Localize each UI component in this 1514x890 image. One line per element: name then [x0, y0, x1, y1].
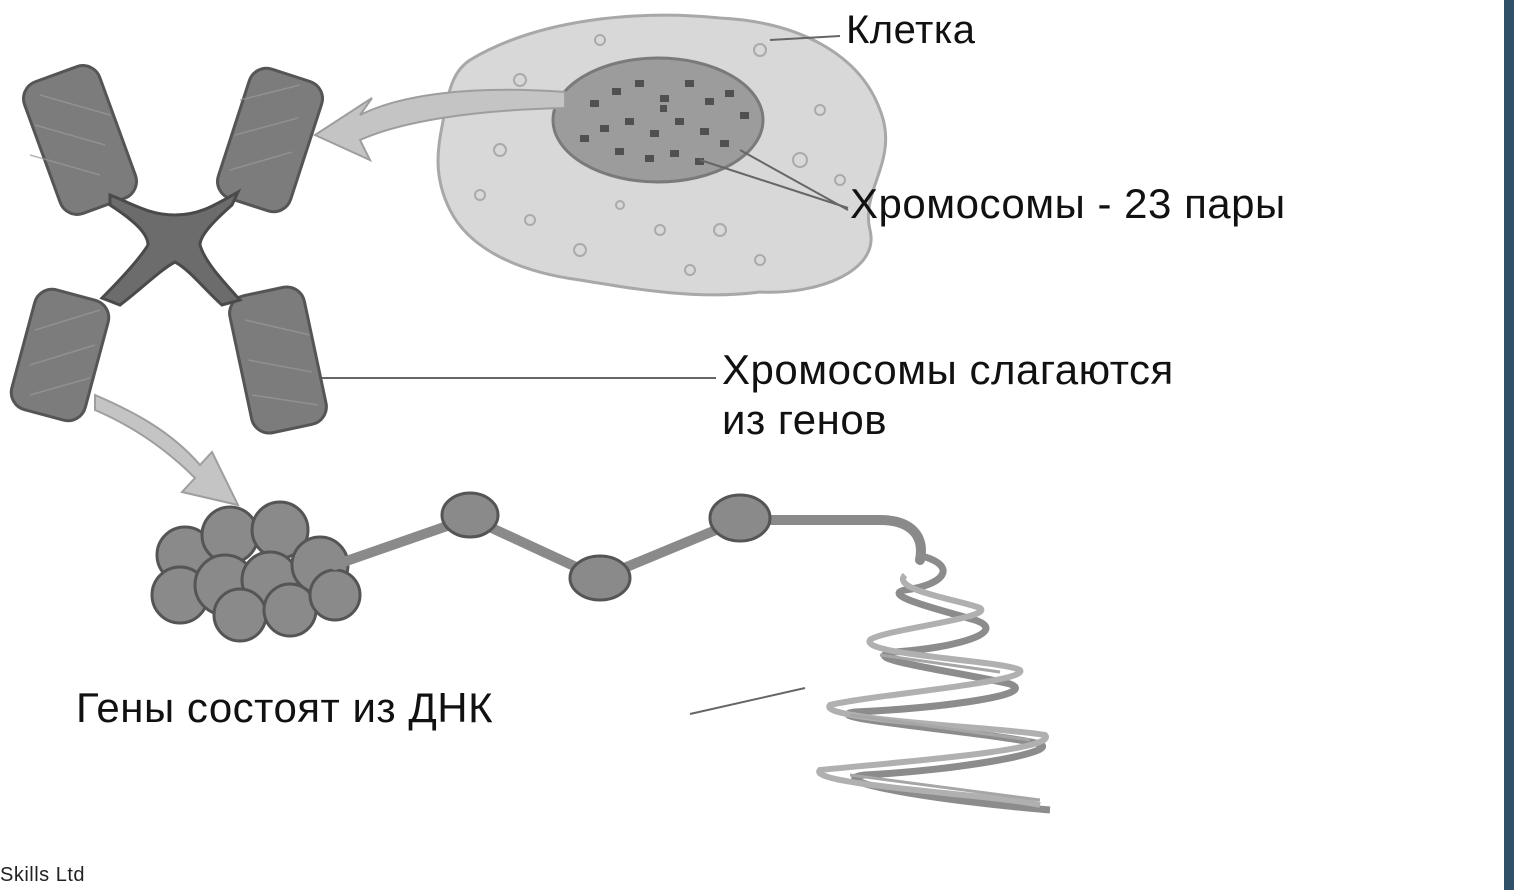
dna-leader-line [690, 688, 805, 714]
label-genes-line1: Хромосомы слагаются [722, 345, 1174, 395]
label-genes-line2: из генов [722, 395, 1174, 445]
slide-accent-bar [1504, 0, 1514, 890]
nucleosome-beads [442, 493, 770, 600]
centromere [102, 192, 240, 305]
label-cell: Клетка [846, 8, 976, 53]
chromosome-x [7, 61, 329, 437]
arrow-chromosome-to-genes [95, 395, 238, 505]
nucleosome-cluster [152, 502, 360, 641]
dna-strand-a [848, 555, 1050, 810]
nucleus [553, 58, 763, 182]
label-genes: Хромосомы слагаются из генов [722, 345, 1174, 445]
chromosome-arm-top-right [213, 64, 327, 217]
credit-text: Skills Ltd [0, 864, 85, 887]
chromosome-arm-top-left [18, 61, 141, 220]
cell-illustration [438, 15, 886, 295]
label-chromosomes: Хромосомы - 23 пары [850, 180, 1286, 228]
dna-helix [819, 555, 1050, 810]
label-dna: Гены состоят из ДНК [76, 684, 493, 732]
chromosome-arm-bottom-right [226, 284, 329, 437]
